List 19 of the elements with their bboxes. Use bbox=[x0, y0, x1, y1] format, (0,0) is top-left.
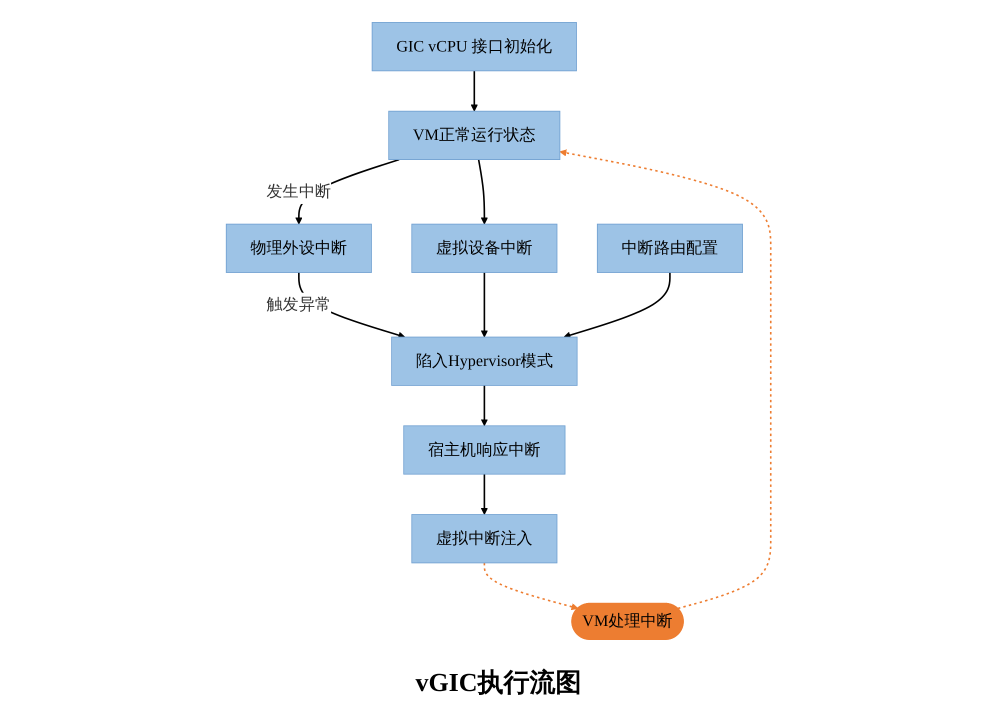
edge-label: 发生中断 bbox=[266, 182, 332, 200]
edge-label: 触发异常 bbox=[266, 295, 332, 314]
node-box: 物理外设中断 bbox=[226, 223, 372, 272]
node-box: VM正常运行状态 bbox=[388, 110, 560, 160]
node-box: 陷入Hypervisor模式 bbox=[391, 336, 578, 386]
arrow bbox=[478, 158, 488, 224]
arrow bbox=[484, 562, 578, 610]
node-box: 宿主机响应中断 bbox=[403, 424, 566, 474]
arrow bbox=[480, 474, 488, 514]
arrow bbox=[480, 272, 488, 337]
arrow bbox=[480, 384, 488, 426]
node-box: 虚拟设备中断 bbox=[411, 223, 558, 272]
arrow bbox=[560, 148, 772, 609]
node-box: 中断路由配置 bbox=[596, 223, 743, 272]
node-box: GIC vCPU 接口初始化 bbox=[372, 22, 577, 71]
node-box: 虚拟中断注入 bbox=[411, 514, 558, 563]
diagram-caption: vGIC执行流图 bbox=[415, 667, 582, 699]
arrow bbox=[470, 70, 478, 111]
arrow bbox=[564, 272, 671, 338]
